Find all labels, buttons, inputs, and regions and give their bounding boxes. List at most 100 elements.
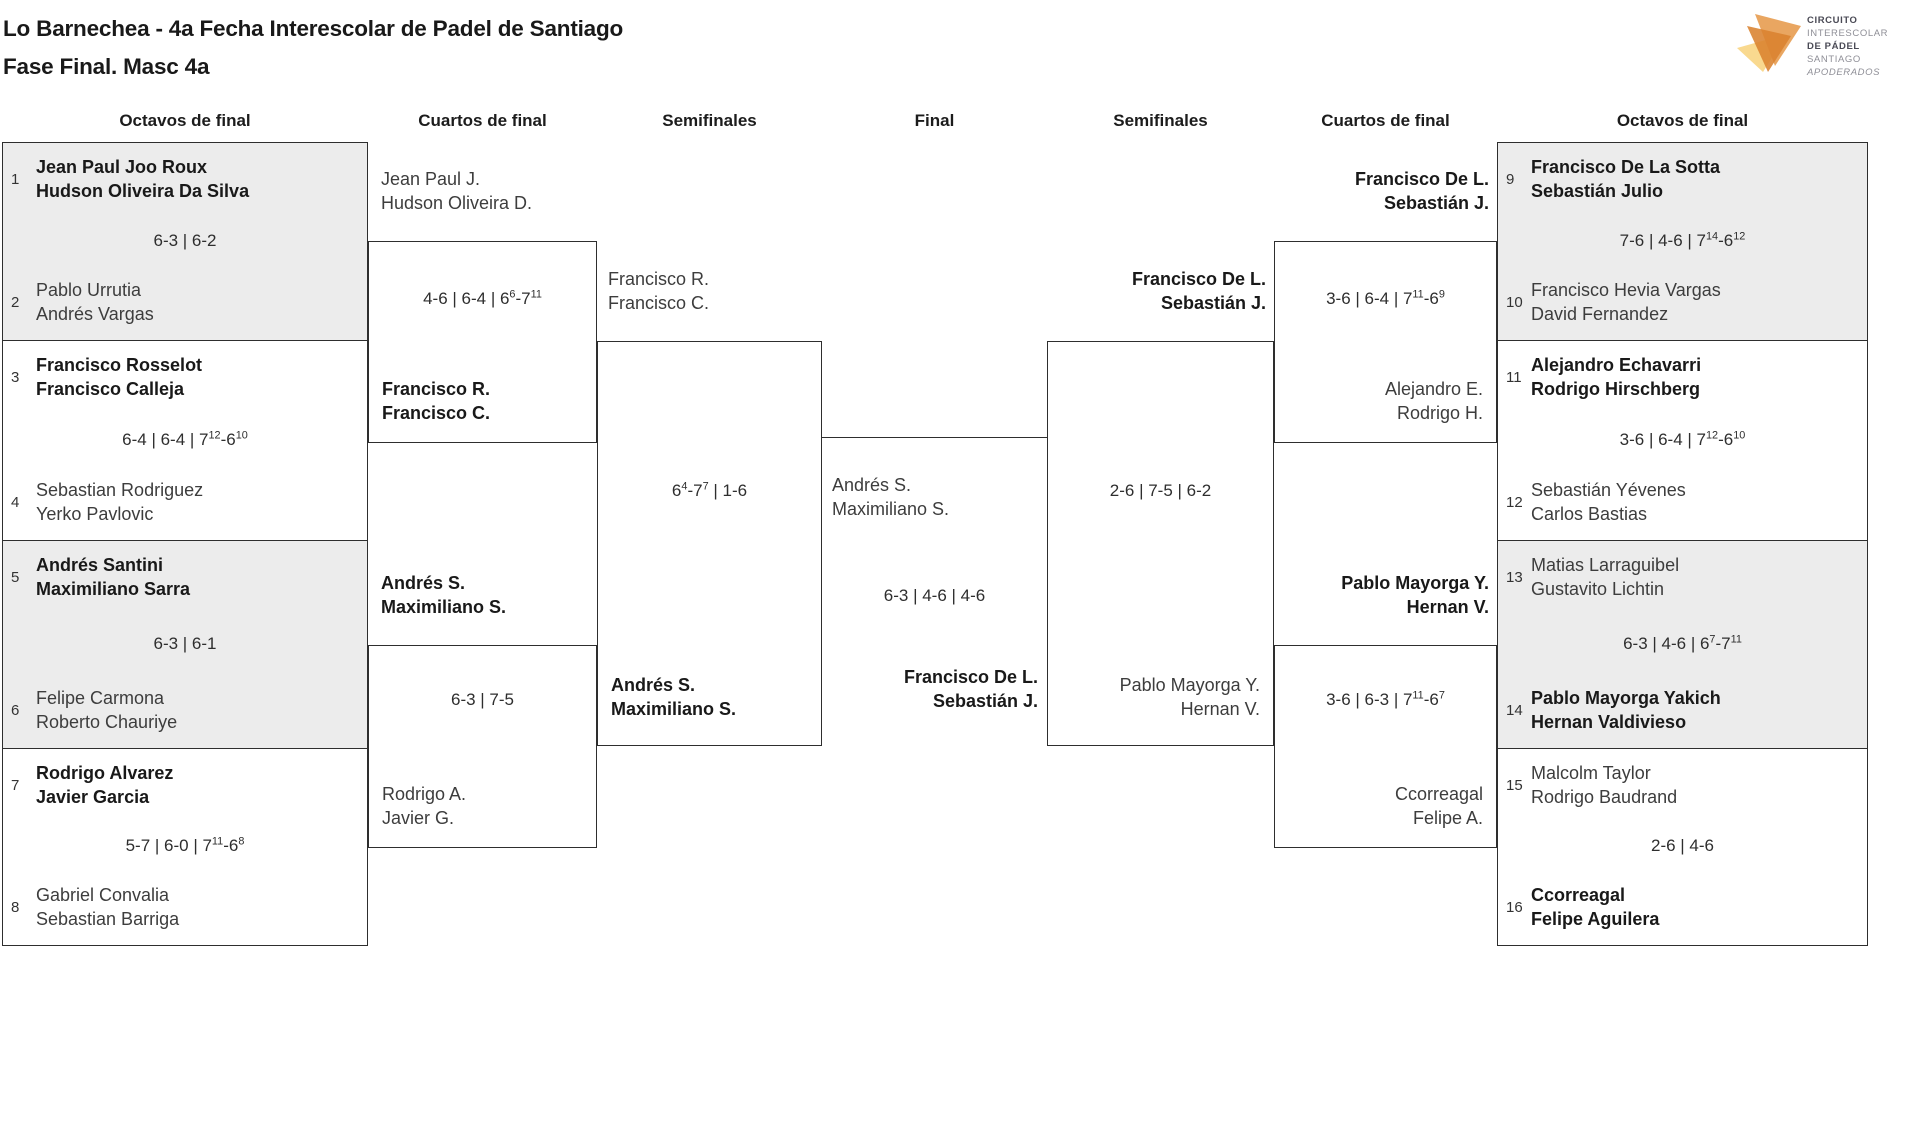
final-score: 6-3 | 4-6 | 4-6 [883,586,986,605]
player-name: Francisco De L. [1131,269,1266,289]
qf-left-2-top-team: Andrés S. Maximiliano S. [381,571,506,619]
qf-left-1-box: 4-6 | 6-4 | 66-711 Francisco R.Francisco… [368,241,597,443]
player-name: Sebastián J. [1383,193,1489,213]
title-line-1: Lo Barnechea - 4a Fecha Interescolar de … [3,16,624,41]
round-header-cuartos-left: Cuartos de final [418,111,547,130]
player-name: Rodrigo Alvarez [36,763,174,783]
player-name: Pablo Urrutia [36,280,142,300]
match-score: 5-7 | 6-0 | 711-68 [125,835,245,855]
sf-left-winner: Andrés S. Maximiliano S. [611,673,736,721]
player-name: Hudson Oliveira D. [381,193,533,213]
match-score: 2-6 | 7-5 | 6-2 [1109,481,1212,500]
player-name: Matias Larraguibel [1531,555,1680,575]
seed-number: 4 [11,493,20,511]
player-name: Felipe A. [1412,808,1483,828]
seed-number: 12 [1506,493,1523,511]
player-name: Sebastian Barriga [36,909,180,929]
player-name: Sebastián Julio [1531,181,1664,201]
page-title: Lo Barnechea - 4a Fecha Interescolar de … [3,10,623,86]
player-name: Andrés S. [611,675,696,695]
match-score: 6-4 | 6-4 | 712-610 [122,428,248,449]
fox-arrow-logo-icon [1737,14,1801,72]
player-name: Javier Garcia [36,787,150,807]
player-name: Maximiliano S. [381,597,507,617]
logo-line: INTERESCOLAR [1807,28,1889,39]
qf-right-1-loser: Alejandro E.Rodrigo H. [1385,377,1483,425]
match-score: 3-6 | 6-4 | 712-610 [1619,428,1746,449]
match-score: 6-3 | 6-1 [153,633,217,653]
sf-right-loser: Pablo Mayorga Y.Hernan V. [1120,673,1260,721]
player-name: Maximiliano Sarra [36,579,191,599]
player-name: Andrés Santini [36,555,164,575]
qf-left-2-loser: Rodrigo A.Javier G. [382,782,466,830]
round-header-octavos-left: Octavos de final [119,111,251,130]
player-name: Andrés S. [381,573,466,593]
player-name: Yerko Pavlovic [36,504,154,524]
player-name: Pablo Mayorga Yakich [1531,688,1721,708]
round-header-octavos-right: Octavos de final [1616,111,1749,130]
player-name: Rodrigo Baudrand [1531,787,1678,807]
round-header-cuartos-right: Cuartos de final [1321,111,1450,130]
logo-line: CIRCUITO [1807,15,1858,26]
final-top-team: Andrés S.Maximiliano S. [832,473,949,521]
seed-number: 16 [1506,898,1523,916]
player-name: Gustavito Lichtin [1531,579,1665,599]
player-name: Javier G. [382,808,455,828]
player-name: Rodrigo Hirschberg [1531,379,1701,399]
player-name: Francisco De L. [1354,169,1489,189]
qf-left-1-top-team: Jean Paul J.Hudson Oliveira D. [381,167,532,215]
player-name: Francisco C. [382,403,491,423]
player-name: David Fernandez [1531,304,1669,324]
player-name: Hernan V. [1180,699,1260,719]
qf-right-1-box: 3-6 | 6-4 | 711-69 Alejandro E.Rodrigo H… [1274,241,1497,443]
logo-line: APODERADOS [1807,67,1881,78]
seed-number: 5 [11,568,20,586]
logo-line: DE PÁDEL [1807,41,1860,52]
player-name: Roberto Chauriye [36,712,178,732]
sf-right-top-team: Francisco De L.Sebastián J. [1047,267,1266,315]
match-score: 3-6 | 6-4 | 711-69 [1326,288,1445,308]
player-name: Francisco De La Sotta [1531,157,1721,177]
player-name: Francisco C. [608,293,710,313]
logo-text: CIRCUITO INTERESCOLAR DE PÁDEL SANTIAGO … [1807,14,1888,79]
logo-line: SANTIAGO [1807,54,1861,65]
round-header-semis-right: Semifinales [1113,111,1208,130]
player-name: Ccorreagal [1531,885,1626,905]
player-name: Maximiliano S. [611,699,737,719]
player-name: Sebastian Rodriguez [36,480,204,500]
player-name: Felipe Aguilera [1531,909,1660,929]
qf-right-2-top-team: Pablo Mayorga Y.Hernan V. [1274,571,1489,619]
seed-number: 8 [11,898,20,916]
sf-right-box: 2-6 | 7-5 | 6-2 Pablo Mayorga Y.Hernan V… [1047,341,1274,746]
player-name: Jean Paul Joo Roux [36,157,208,177]
player-name: Alejandro E. [1384,379,1483,399]
match-score: 6-3 | 6-2 [153,230,217,250]
seed-number: 13 [1506,568,1523,586]
seed-number: 11 [1506,368,1522,386]
player-name: Pablo Mayorga Y. [1341,573,1489,593]
match-score: 7-6 | 4-6 | 714-612 [1619,229,1746,250]
player-name: Francisco Rosselot [36,355,203,375]
player-name: Sebastián J. [932,691,1038,711]
circuito-logo: CIRCUITO INTERESCOLAR DE PÁDEL SANTIAGO … [1735,6,1915,84]
seed-number: 15 [1506,776,1523,794]
player-name: Felipe Carmona [36,688,165,708]
player-name: Francisco Hevia Vargas [1531,280,1721,300]
sf-left-box: 64-77 | 1-6 Andrés S.Maximiliano S. [597,341,822,746]
player-name: Ccorreagal [1394,784,1483,804]
seed-number: 7 [11,776,20,794]
